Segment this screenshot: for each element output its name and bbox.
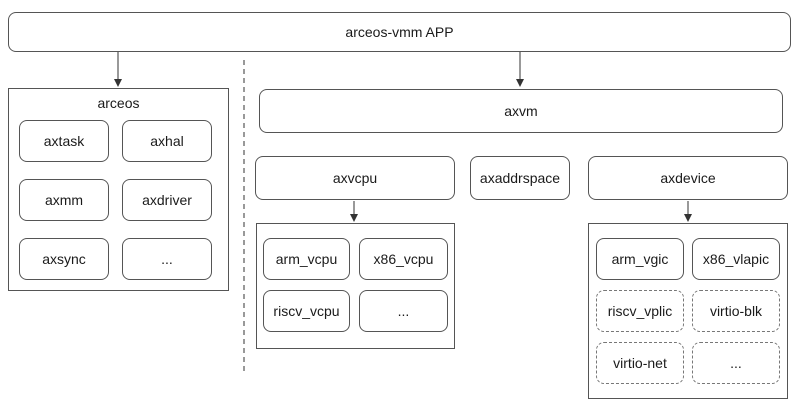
axdevice-box: axdevice — [588, 156, 788, 200]
axvcpu-box: axvcpu — [255, 156, 455, 200]
module-axhal: axhal — [122, 120, 212, 162]
child-riscv-vcpu: riscv_vcpu — [263, 290, 350, 332]
child-x86-vlapic: x86_vlapic — [692, 238, 780, 280]
axvm-box: axvm — [259, 89, 783, 133]
module-axsync: axsync — [19, 238, 109, 280]
child-virtio-blk: virtio-blk — [692, 290, 780, 332]
child-virtio-net: virtio-net — [596, 342, 684, 384]
module-more: ... — [122, 238, 212, 280]
child-vcpu-more: ... — [359, 290, 448, 332]
child-device-more: ... — [692, 342, 780, 384]
module-axtask: axtask — [19, 120, 109, 162]
child-x86-vcpu: x86_vcpu — [359, 238, 448, 280]
child-riscv-vplic: riscv_vplic — [596, 290, 684, 332]
module-axdriver: axdriver — [122, 179, 212, 221]
module-axmm: axmm — [19, 179, 109, 221]
arceos-title: arceos — [97, 95, 140, 111]
child-arm-vcpu: arm_vcpu — [263, 238, 350, 280]
child-arm-vgic: arm_vgic — [596, 238, 684, 280]
axaddrspace-box: axaddrspace — [470, 156, 570, 200]
arceos-vmm-app-box: arceos-vmm APP — [8, 12, 791, 52]
